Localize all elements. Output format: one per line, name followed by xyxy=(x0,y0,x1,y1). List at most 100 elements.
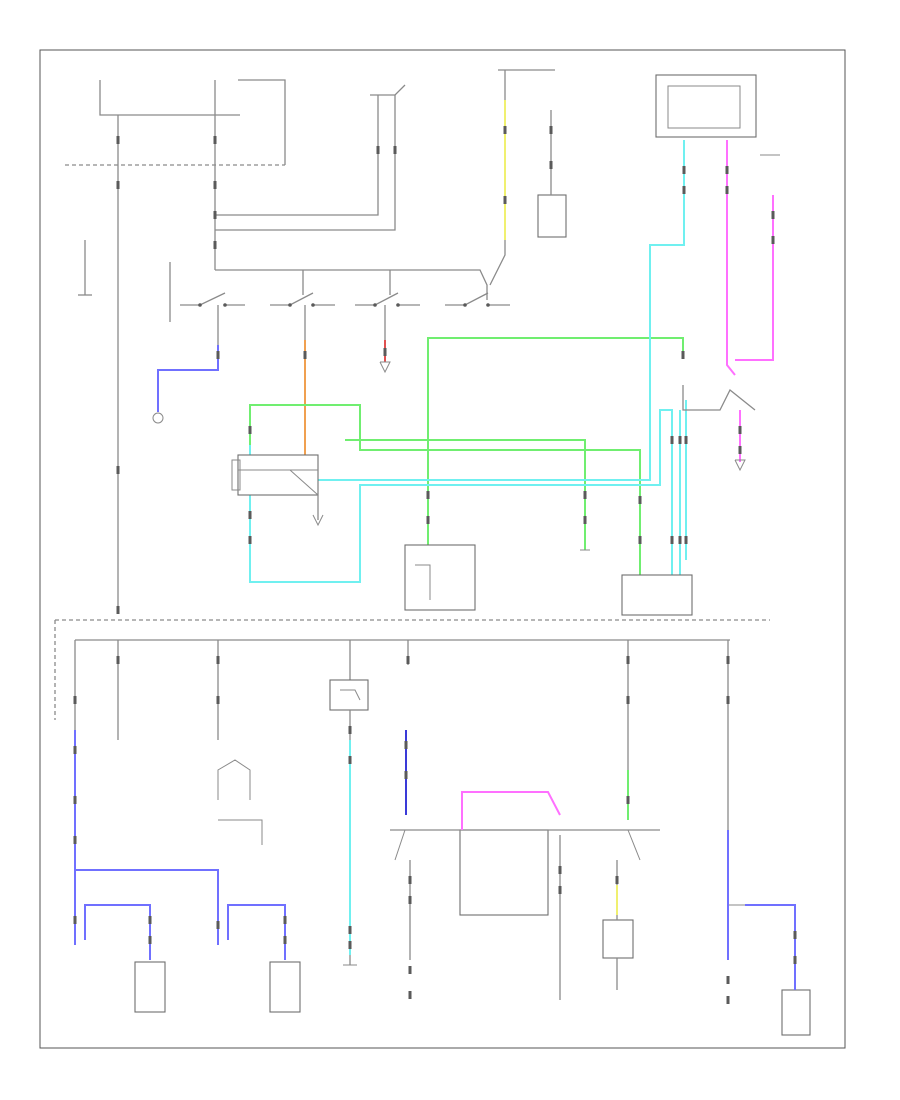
connector-mark xyxy=(406,656,410,664)
connector-mark xyxy=(213,181,217,189)
upper-plain-wires xyxy=(65,69,780,610)
connector-mark xyxy=(549,126,553,134)
connector-mark xyxy=(726,996,730,1004)
connector-mark xyxy=(404,771,408,779)
connector-mark xyxy=(408,876,412,884)
connector-mark xyxy=(726,656,730,664)
connector-mark xyxy=(393,146,397,154)
connector-mark xyxy=(426,491,430,499)
connector-mark xyxy=(348,926,352,934)
wire-blue-lower-2 xyxy=(75,869,219,945)
switch-row xyxy=(169,262,510,345)
wire-green-3 xyxy=(345,439,586,550)
wire-blue-lower-3 xyxy=(84,904,151,960)
relay-middle xyxy=(404,544,476,611)
connector-marks xyxy=(73,126,797,1004)
connector-mark xyxy=(303,351,307,359)
connector-mark xyxy=(615,876,619,884)
connector-mark xyxy=(678,436,682,444)
wire-green-2 xyxy=(427,337,684,580)
colored-wires-lower xyxy=(74,730,796,990)
connector-mark xyxy=(626,696,630,704)
connector-mark xyxy=(558,866,562,874)
connector-mark xyxy=(248,536,252,544)
connector-mark xyxy=(638,536,642,544)
wire-green-1 xyxy=(249,404,641,590)
connector-mark xyxy=(73,836,77,844)
connector-mark xyxy=(726,696,730,704)
connector-mark xyxy=(213,211,217,219)
connector-mark xyxy=(148,916,152,924)
connector-mark xyxy=(283,916,287,924)
connector-mark xyxy=(626,796,630,804)
connector-mark xyxy=(408,966,412,974)
connector-mark xyxy=(404,741,408,749)
connector-mark xyxy=(503,196,507,204)
connector-mark xyxy=(678,536,682,544)
connector-mark xyxy=(408,991,412,999)
connector-mark xyxy=(216,696,220,704)
connector-mark xyxy=(73,746,77,754)
wire-blue-lower-4 xyxy=(227,904,286,960)
connector-mark xyxy=(216,921,220,929)
upper-components xyxy=(152,361,756,616)
relay-right xyxy=(621,574,693,616)
connector-mark xyxy=(626,656,630,664)
connector-mark xyxy=(670,436,674,444)
connector-mark xyxy=(213,241,217,249)
wire-magenta-1 xyxy=(726,140,736,376)
connector-mark xyxy=(583,491,587,499)
connector-mark xyxy=(73,696,77,704)
connector-mark xyxy=(116,606,120,614)
connector-mark xyxy=(248,426,252,434)
connector-mark xyxy=(682,166,686,174)
connector-mark xyxy=(725,166,729,174)
connector-mark xyxy=(771,211,775,219)
connector-mark xyxy=(684,536,688,544)
connector-mark xyxy=(73,796,77,804)
diagram-frame xyxy=(39,49,846,1049)
connector-mark xyxy=(348,941,352,949)
connector-mark xyxy=(116,136,120,144)
small-relay xyxy=(329,679,369,711)
connector-mark xyxy=(248,511,252,519)
connector-mark xyxy=(638,496,642,504)
connector-mark xyxy=(738,446,742,454)
connector-mark xyxy=(148,936,152,944)
connector-mark xyxy=(283,936,287,944)
connector-mark xyxy=(670,536,674,544)
connector-mark xyxy=(793,931,797,939)
control-unit-lower xyxy=(459,829,549,916)
connector-mark xyxy=(583,516,587,524)
wire-cyan-1 xyxy=(250,140,685,481)
connector-mark xyxy=(216,351,220,359)
lower-section xyxy=(54,619,811,1036)
connector-mark xyxy=(682,186,686,194)
relay-left xyxy=(237,454,319,496)
connector-mark xyxy=(376,146,380,154)
connector-mark xyxy=(216,656,220,664)
connector-mark xyxy=(116,656,120,664)
connector-mark xyxy=(383,348,387,356)
connector-mark xyxy=(771,236,775,244)
connector-mark xyxy=(558,886,562,894)
connector-mark xyxy=(793,956,797,964)
connector-mark xyxy=(73,916,77,924)
connector-mark xyxy=(348,756,352,764)
connector-mark xyxy=(116,466,120,474)
wire-cyan-2 xyxy=(249,409,673,583)
top-right-control-unit xyxy=(655,74,757,138)
connector-mark xyxy=(684,436,688,444)
connector-mark xyxy=(213,136,217,144)
wire-blue-1 xyxy=(157,345,219,412)
connector-mark xyxy=(426,516,430,524)
wire-blue-lower-6 xyxy=(745,904,796,990)
connector-mark xyxy=(726,976,730,984)
wire-magenta-lower xyxy=(461,791,561,830)
connector-mark xyxy=(348,726,352,734)
colored-wires-upper xyxy=(157,100,774,590)
wire-magenta-2 xyxy=(735,195,774,361)
connector-mark xyxy=(681,351,685,359)
connector-mark xyxy=(503,126,507,134)
connector-mark xyxy=(549,161,553,169)
